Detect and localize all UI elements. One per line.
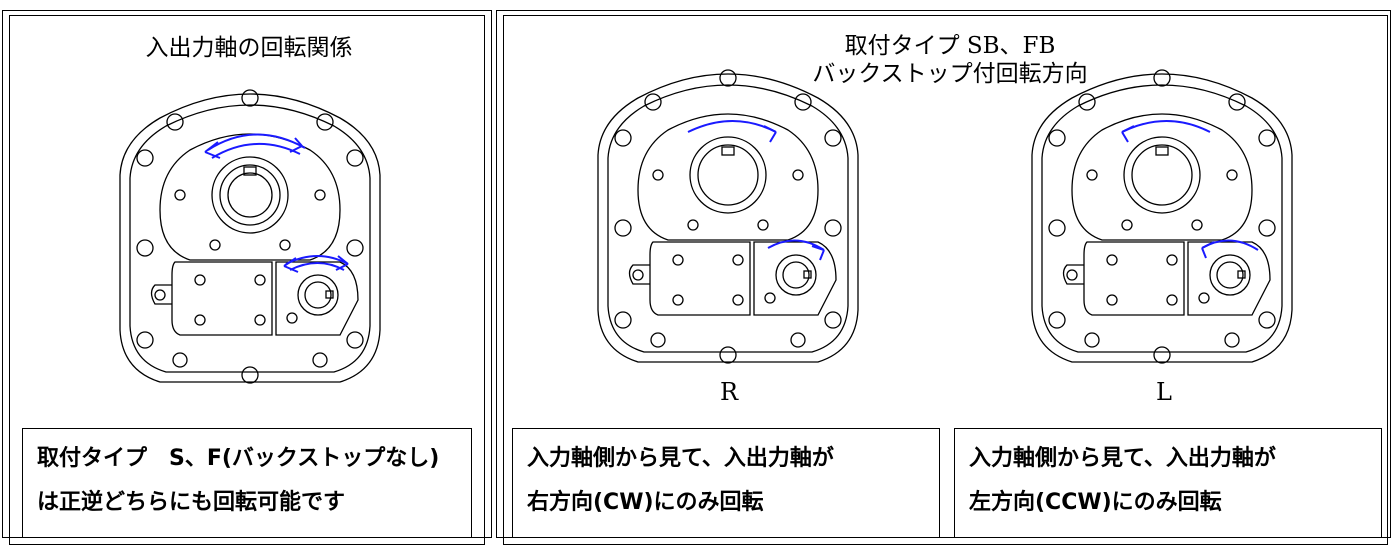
note-bidirectional-line1: 取付タイプ S、F(バックストップなし): [37, 446, 440, 471]
note-cw-line1: 入力軸側から見て、入出力軸が: [527, 446, 834, 471]
note-cw-line2: 右方向(CW)にのみ回転: [527, 490, 764, 515]
label-l: L: [1156, 378, 1172, 406]
note-ccw: 入力軸側から見て、入出力軸が 左方向(CCW)にのみ回転: [954, 428, 1382, 538]
note-ccw-line1: 入力軸側から見て、入出力軸が: [969, 446, 1276, 471]
left-panel-title: 入出力軸の回転関係: [145, 35, 353, 61]
note-ccw-line2: 左方向(CCW)にのみ回転: [969, 490, 1222, 515]
note-cw: 入力軸側から見て、入出力軸が 右方向(CW)にのみ回転: [512, 428, 940, 538]
label-r: R: [720, 378, 739, 406]
right-panel-title-line1: 取付タイプ SB、FB: [844, 33, 1056, 59]
note-bidirectional-line2: は正逆どちらにも回転可能です: [37, 490, 346, 515]
right-panel-title-line2: バックストップ付回転方向: [812, 61, 1088, 87]
note-bidirectional: 取付タイプ S、F(バックストップなし) は正逆どちらにも回転可能です: [22, 428, 472, 538]
